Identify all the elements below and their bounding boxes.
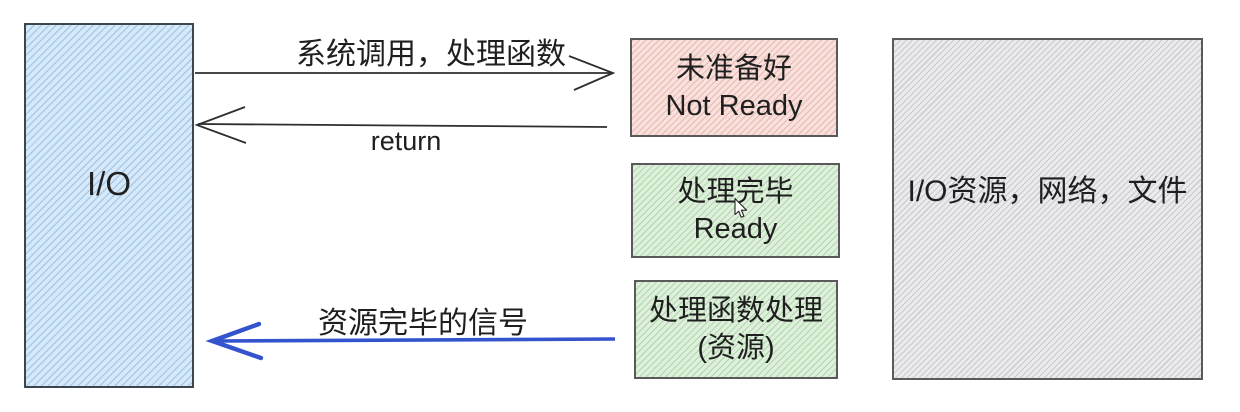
resource-box-label: I/O资源，网络，文件: [907, 175, 1188, 208]
not-ready-box: 未准备好 Not Ready: [630, 38, 838, 137]
io-box: I/O: [24, 23, 194, 388]
return-arrow-label: return: [370, 126, 442, 156]
handler-label-line1: 处理函数处理: [648, 294, 823, 327]
not-ready-label-cn: 未准备好: [675, 52, 792, 85]
ready-label-en: Ready: [693, 212, 778, 245]
handler-label-line2: (资源): [697, 331, 775, 364]
ready-box: 处理完毕 Ready: [631, 163, 840, 258]
syscall-arrow-label: 系统调用，处理函数: [296, 38, 566, 71]
resource-box: I/O资源，网络，文件: [892, 38, 1203, 380]
mouse-cursor-icon: [734, 198, 748, 218]
signal-arrow-label: 资源完毕的信号: [318, 307, 528, 340]
not-ready-label-en: Not Ready: [665, 89, 803, 122]
handler-box: 处理函数处理 (资源): [634, 280, 838, 379]
io-box-label: I/O: [86, 164, 131, 202]
